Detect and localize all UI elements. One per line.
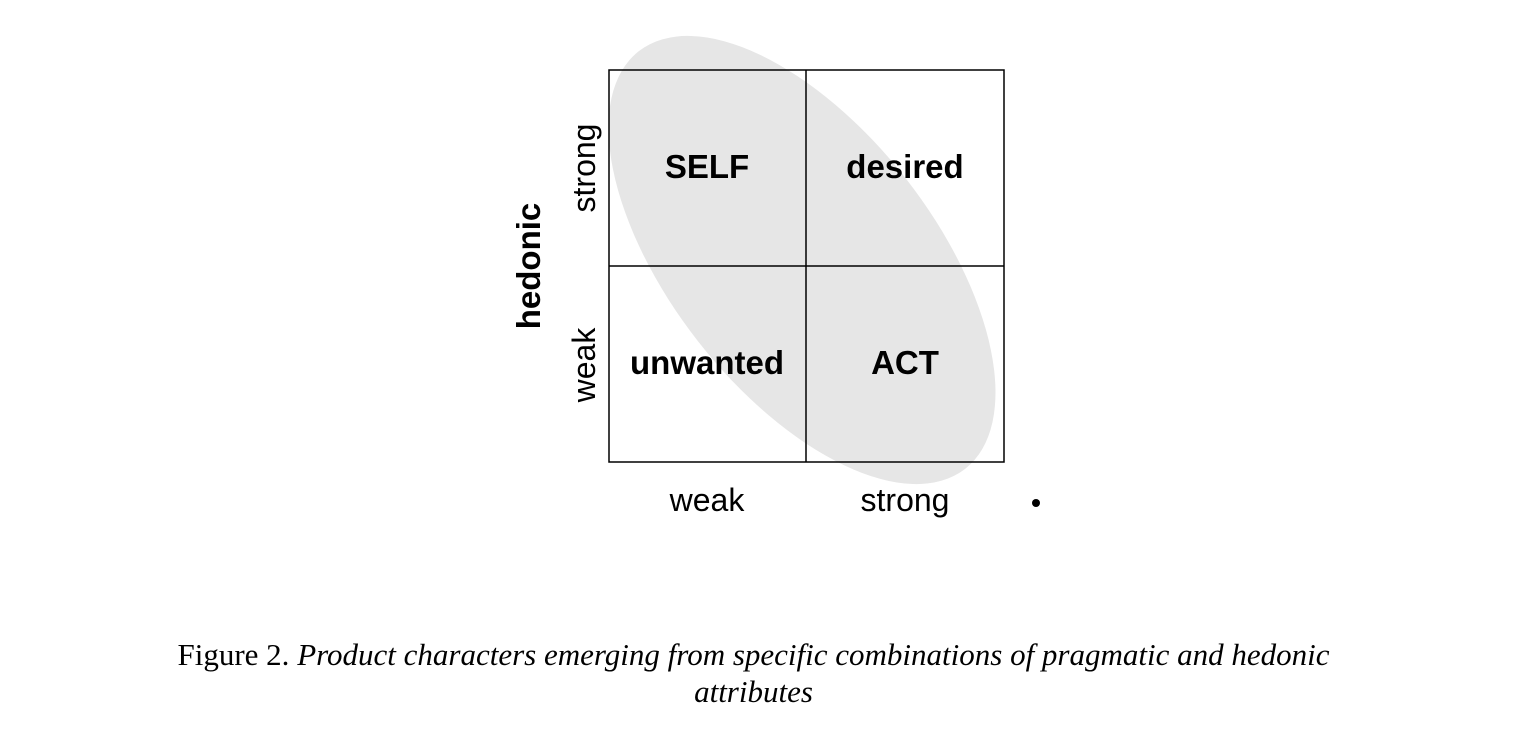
y-tick-strong: strong <box>566 124 602 213</box>
cell-unwanted: unwanted <box>630 344 784 381</box>
character-matrix-diagram: SELF desired unwanted ACT strong weak he… <box>510 35 1040 518</box>
cell-self: SELF <box>665 148 749 185</box>
matrix-grid <box>608 69 1005 463</box>
stray-dot <box>1032 499 1040 507</box>
y-tick-weak: weak <box>566 327 602 404</box>
figure-caption: Figure 2. Product characters emerging fr… <box>150 636 1357 710</box>
cell-desired: desired <box>846 148 963 185</box>
cell-act: ACT <box>871 344 939 381</box>
caption-prefix: Figure 2. <box>177 637 298 672</box>
y-axis-title: hedonic <box>510 203 547 330</box>
caption-text: Product characters emerging from specifi… <box>297 637 1330 709</box>
x-tick-weak: weak <box>669 482 746 518</box>
highlight-ellipse <box>608 35 996 485</box>
x-tick-strong: strong <box>861 482 950 518</box>
